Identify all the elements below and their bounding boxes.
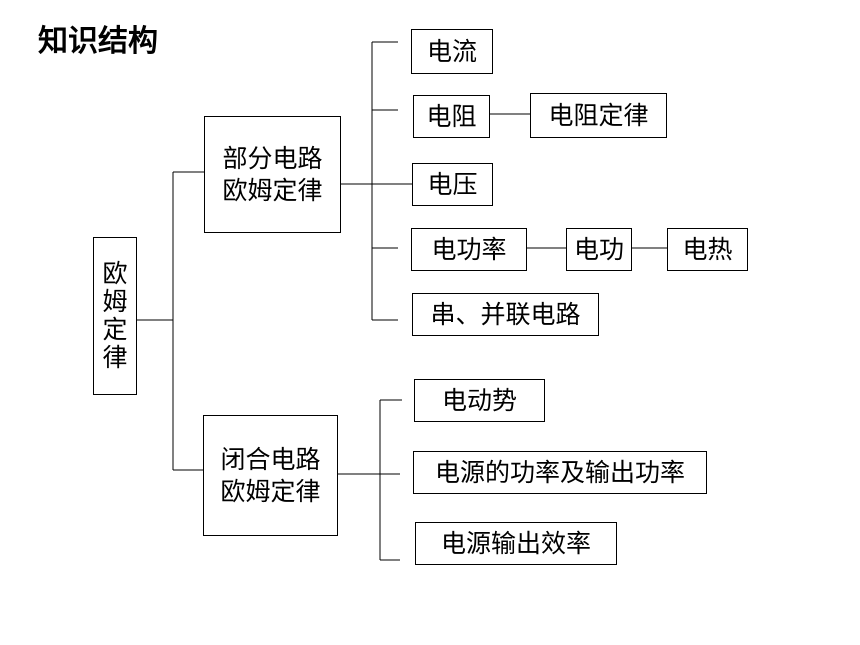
page-title: 知识结构	[38, 24, 158, 59]
root-char-1: 欧	[102, 259, 128, 288]
part-circuit-box: 部分电路 欧姆定律	[204, 116, 341, 233]
emf-box: 电动势	[414, 379, 545, 422]
electric-power-box: 电功率	[411, 228, 527, 271]
part-circuit-line-1: 部分电路	[222, 144, 323, 174]
root-char-3: 定	[102, 315, 128, 344]
closed-circuit-box: 闭合电路 欧姆定律	[203, 415, 338, 536]
series-parallel-box: 串、并联电路	[412, 293, 599, 336]
source-efficiency-box: 电源输出效率	[415, 522, 617, 565]
resistance-law-box: 电阻定律	[530, 93, 667, 138]
closed-circuit-line-2: 欧姆定律	[220, 476, 321, 506]
root-char-4: 律	[102, 343, 128, 372]
source-power-box: 电源的功率及输出功率	[413, 451, 707, 494]
current-box: 电流	[411, 29, 493, 74]
electric-work-box: 电功	[566, 228, 632, 271]
part-circuit-line-2: 欧姆定律	[222, 175, 323, 205]
closed-circuit-line-1: 闭合电路	[220, 445, 321, 475]
electric-heat-box: 电热	[667, 228, 748, 271]
root-box-ohms-law: 欧 姆 定 律	[93, 237, 137, 395]
root-char-2: 姆	[102, 287, 128, 316]
resistance-box: 电阻	[413, 95, 490, 138]
voltage-box: 电压	[412, 163, 493, 206]
